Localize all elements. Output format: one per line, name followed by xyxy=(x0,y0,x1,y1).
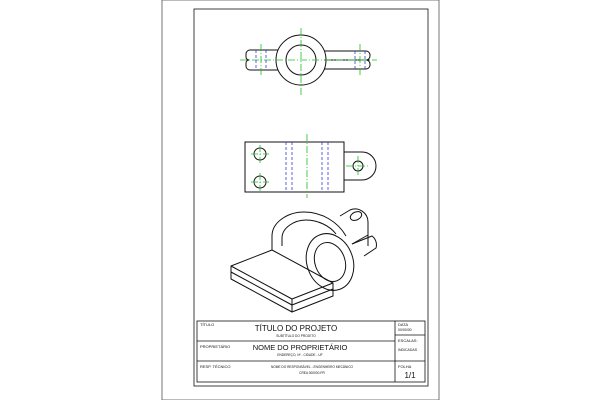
iso-ear-upper xyxy=(339,208,369,245)
iso-base-right-face xyxy=(291,283,334,313)
iso-saddle-inner xyxy=(281,219,337,246)
front-view-center-lines xyxy=(251,134,370,198)
sheet-value: 1/1 xyxy=(404,371,416,380)
tech-name: NOME DO RESPONSÁVEL - ENGENHEIRO MECÂNIC… xyxy=(271,365,354,369)
drawing-frame xyxy=(193,8,429,387)
owner-label: PROPRIETÁRIO xyxy=(200,344,230,349)
front-view-ear xyxy=(344,151,377,181)
scale-label: ESCALAS: xyxy=(398,338,418,343)
top-view-center-lines xyxy=(240,28,377,95)
top-view-hidden-lines xyxy=(255,50,366,70)
project-subtitle: SUBTÍTULO DO PROJETO xyxy=(276,334,316,338)
title-block xyxy=(196,320,426,383)
title-block-text: TÍTULO TÍTULO DO PROJETO SUBTÍTULO DO PR… xyxy=(200,322,418,380)
iso-base-split xyxy=(230,271,293,306)
tech-label: RESP. TÉCNICO xyxy=(200,364,231,369)
front-view-body xyxy=(244,141,345,193)
sheet-label: FOLHA xyxy=(398,364,412,369)
isometric-view xyxy=(230,208,377,313)
project-title: TÍTULO DO PROJETO xyxy=(255,324,338,333)
title-label: TÍTULO xyxy=(200,322,214,327)
iso-bore-inner xyxy=(313,242,347,282)
front-view-hidden-lines xyxy=(285,142,329,192)
paper xyxy=(161,0,440,400)
owner-name: NOME DO PROPRIETÁRIO xyxy=(253,343,348,352)
date-value: 00/00/00 xyxy=(398,328,412,332)
iso-saddle xyxy=(271,211,347,250)
title-block-frame xyxy=(196,320,426,383)
iso-base-split xyxy=(291,288,334,306)
scale-value: INDICADAS xyxy=(398,348,418,352)
iso-bore-outer xyxy=(305,233,355,291)
iso-ear-lower xyxy=(351,235,377,257)
owner-address: ENDEREÇO, Nº - CIDADE - UF xyxy=(277,353,322,357)
tech-crea: CREA 000000-PR xyxy=(299,371,325,375)
date-label: DATA xyxy=(398,322,408,327)
iso-ear-hole xyxy=(349,211,363,221)
